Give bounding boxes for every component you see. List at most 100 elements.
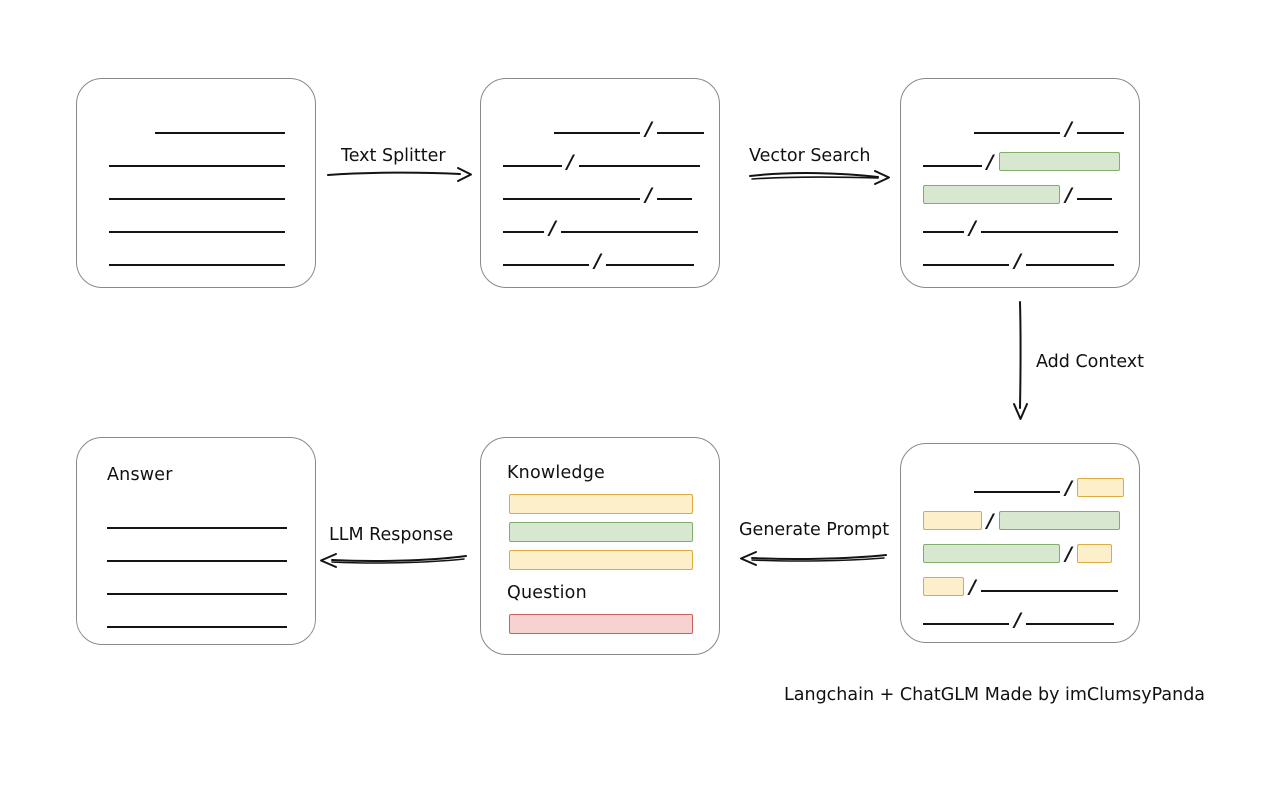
text-line-row: /: [923, 247, 1119, 272]
chunk-separator-slash: /: [986, 510, 994, 532]
text-line-segment: [503, 264, 590, 266]
text-line-segment: [503, 198, 641, 200]
question-label: Question: [507, 583, 587, 603]
text-line-row: /: [503, 247, 699, 272]
context-document-card[interactable]: / / / / /: [900, 443, 1140, 643]
answer-card[interactable]: Answer: [76, 437, 316, 645]
text-line-row: [109, 148, 285, 168]
text-line-segment: [578, 165, 701, 167]
text-line-row: /: [923, 115, 1125, 140]
text-line-segment: [606, 264, 695, 266]
text-line-segment: [981, 590, 1119, 592]
highlighted-chunk-yellow: [1077, 478, 1125, 497]
text-line-row: /: [503, 115, 705, 140]
chunk-separator-slash: /: [1065, 477, 1073, 499]
vector-search-label: Vector Search: [749, 146, 871, 166]
text-splitter-arrow: [326, 160, 474, 186]
text-line-segment: [1077, 132, 1125, 134]
text-line-segment: [923, 264, 1010, 266]
chunk-separator-slash: /: [645, 118, 653, 140]
text-line-segment: [109, 165, 285, 167]
text-line-segment: [154, 132, 285, 134]
highlighted-chunk-green: [923, 544, 1061, 563]
text-line-segment: [1026, 264, 1115, 266]
question-bar-red: [509, 614, 693, 634]
chunk-separator-slash: /: [1014, 609, 1022, 631]
highlighted-chunk-yellow: [923, 577, 965, 596]
knowledge-label: Knowledge: [507, 463, 605, 483]
text-line-segment: [109, 264, 285, 266]
text-line-segment: [107, 593, 287, 595]
generate-prompt-arrow: [738, 543, 888, 569]
text-line-segment: [1077, 198, 1113, 200]
text-line-row: /: [923, 573, 1119, 598]
text-line-segment: [973, 132, 1061, 134]
chunk-separator-slash: /: [1014, 250, 1022, 272]
chunk-separator-slash: /: [549, 217, 557, 239]
text-line-segment: [981, 231, 1119, 233]
text-line-segment: [107, 560, 287, 562]
text-line-row: [107, 609, 287, 629]
chunk-separator-slash: /: [969, 576, 977, 598]
text-line-row: [109, 247, 285, 267]
highlighted-chunk-yellow: [923, 511, 982, 530]
text-line-row: /: [503, 148, 701, 173]
text-line-segment: [561, 231, 699, 233]
knowledge-bar-yellow: [509, 494, 693, 514]
add-context-arrow: [1006, 300, 1036, 422]
answer-label: Answer: [107, 465, 173, 485]
footer-credit: Langchain + ChatGLM Made by imClumsyPand…: [784, 685, 1206, 705]
chunk-separator-slash: /: [1065, 118, 1073, 140]
vector-search-arrow: [748, 162, 892, 190]
text-line-row: [109, 115, 285, 135]
text-line-row: /: [923, 474, 1125, 499]
text-line-row: [109, 181, 285, 201]
text-line-segment: [503, 231, 545, 233]
generate-prompt-label: Generate Prompt: [739, 520, 890, 540]
add-context-label: Add Context: [1036, 352, 1144, 372]
text-line-row: [107, 510, 287, 530]
text-line-row: /: [923, 606, 1119, 631]
split-document-card[interactable]: / / / / /: [480, 78, 720, 288]
highlighted-chunk-green: [923, 185, 1061, 204]
vector-matched-document-card[interactable]: / / / / /: [900, 78, 1140, 288]
text-line-row: /: [923, 148, 1121, 173]
chunk-separator-slash: /: [1065, 543, 1073, 565]
text-line-row: /: [923, 540, 1119, 565]
llm-response-arrow: [318, 546, 468, 572]
text-line-segment: [109, 198, 285, 200]
chunk-separator-slash: /: [1065, 184, 1073, 206]
chunk-separator-slash: /: [566, 151, 574, 173]
prompt-card[interactable]: Knowledge Question: [480, 437, 720, 655]
text-line-segment: [107, 527, 287, 529]
text-line-segment: [107, 626, 287, 628]
source-document-card[interactable]: [76, 78, 316, 288]
text-line-row: /: [923, 507, 1121, 532]
text-line-row: [107, 576, 287, 596]
text-line-row: /: [923, 214, 1119, 239]
chunk-separator-slash: /: [594, 250, 602, 272]
text-line-row: [107, 543, 287, 563]
text-line-row: /: [503, 214, 699, 239]
text-line-segment: [657, 198, 693, 200]
llm-response-label: LLM Response: [329, 525, 454, 545]
text-line-segment: [109, 231, 285, 233]
chunk-separator-slash: /: [986, 151, 994, 173]
text-line-segment: [923, 165, 982, 167]
text-line-segment: [923, 623, 1010, 625]
highlighted-chunk-green: [998, 511, 1121, 530]
text-splitter-label: Text Splitter: [341, 146, 446, 166]
text-line-segment: [503, 165, 562, 167]
text-line-row: /: [503, 181, 699, 206]
highlighted-chunk-yellow: [1077, 544, 1113, 563]
text-line-segment: [657, 132, 705, 134]
text-line-segment: [973, 491, 1061, 493]
chunk-separator-slash: /: [969, 217, 977, 239]
knowledge-bar-yellow: [509, 550, 693, 570]
text-line-segment: [1026, 623, 1115, 625]
highlighted-chunk-green: [998, 152, 1121, 171]
chunk-separator-slash: /: [645, 184, 653, 206]
text-line-segment: [553, 132, 641, 134]
text-line-segment: [923, 231, 965, 233]
text-line-row: /: [923, 181, 1119, 206]
